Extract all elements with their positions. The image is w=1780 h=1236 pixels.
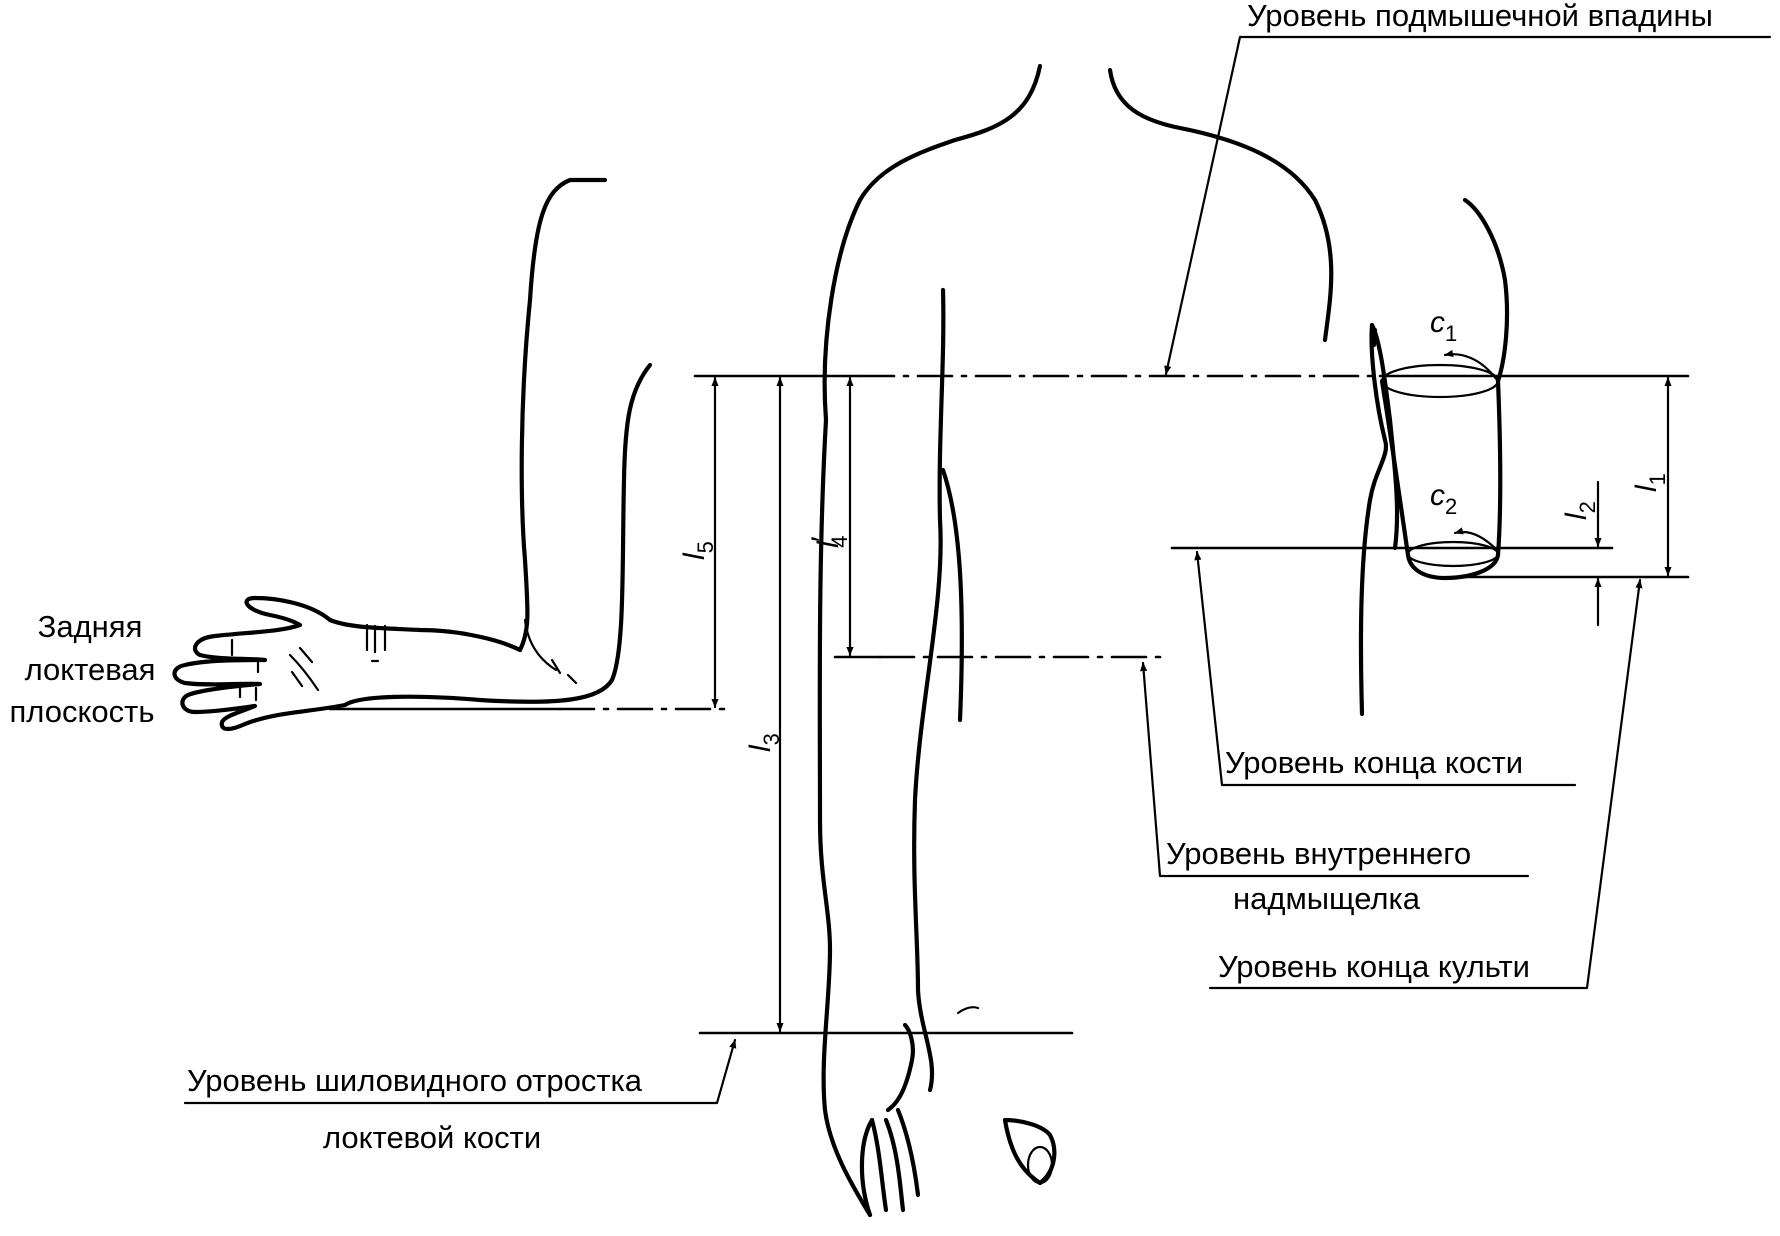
elbow-creases	[523, 618, 578, 685]
epicondyle-leader	[1140, 661, 1530, 878]
epicondyle-label-2: надмыщелка	[1233, 881, 1421, 916]
stump-inner	[1371, 327, 1378, 348]
right-arm-outer-contour	[817, 417, 873, 1218]
styloid-label-1: Уровень шиловидного отростка	[187, 1063, 643, 1098]
l5-symbol: l5	[678, 541, 718, 560]
level-lines	[328, 374, 1690, 1035]
torso-figure	[817, 63, 1334, 1218]
bone-end-label: Уровень конца кости	[1225, 745, 1523, 780]
hand-fingers-center	[859, 1022, 921, 1218]
thumb	[1002, 1117, 1057, 1186]
stump-end-leader	[1208, 578, 1643, 990]
right-arm-inner-contour	[912, 287, 946, 1093]
left-hand	[172, 595, 348, 732]
axilla-level-label: Уровень подмышечной впадины	[1247, 0, 1713, 33]
stump-figure	[1358, 197, 1510, 717]
stump-wall-right	[1495, 378, 1503, 558]
bone-end-leader	[1194, 550, 1577, 787]
leader-lines	[183, 35, 1772, 1105]
posterior-elbow-label-2: локтевая	[25, 652, 156, 687]
armpit-crease	[940, 467, 964, 723]
bent-arm-figure	[172, 177, 653, 732]
stump-bottom-ellipse	[1406, 540, 1500, 568]
l3-symbol: l3	[744, 733, 784, 752]
bent-arm-forearm-top	[327, 617, 523, 653]
bent-arm-lower-contour	[342, 362, 653, 708]
posterior-elbow-label-1: Задняя	[38, 609, 143, 644]
epicondyle-label-1: Уровень внутреннего	[1166, 836, 1471, 871]
styloid-label-2: локтевой кости	[323, 1120, 541, 1155]
neck-left	[822, 63, 1043, 423]
shoulder-contour	[1462, 197, 1510, 384]
c1-symbol: c1	[1430, 306, 1457, 346]
text-labels: Уровень подмышечной впадины Задняя локте…	[10, 0, 1713, 1155]
l2-symbol: l2	[1560, 501, 1600, 520]
c2-arrow	[1453, 527, 1499, 552]
posterior-elbow-label-3: плоскость	[10, 694, 155, 729]
stump-end-label: Уровень конца культи	[1218, 949, 1530, 984]
neck-right	[1107, 67, 1334, 343]
c1-arrow	[1443, 349, 1499, 382]
wrist-marks	[365, 623, 387, 663]
styloid-leader	[183, 1038, 737, 1105]
palm-lines	[230, 638, 320, 702]
axilla-leader	[1164, 35, 1772, 376]
wrist-crease	[956, 1006, 980, 1015]
dimension-lines	[711, 376, 1672, 1033]
l1-symbol: l1	[1630, 473, 1670, 492]
stump-side-left	[1358, 322, 1389, 717]
stump-top-ellipse	[1380, 363, 1500, 399]
bent-arm-upper-contour	[517, 177, 608, 653]
dimension-symbols: c1 c2 l1 l2 l3 l′4 l5	[678, 306, 1670, 752]
stump-wall-left	[1379, 378, 1501, 581]
l4-symbol: l′4	[806, 535, 852, 548]
c2-symbol: c2	[1430, 479, 1457, 519]
